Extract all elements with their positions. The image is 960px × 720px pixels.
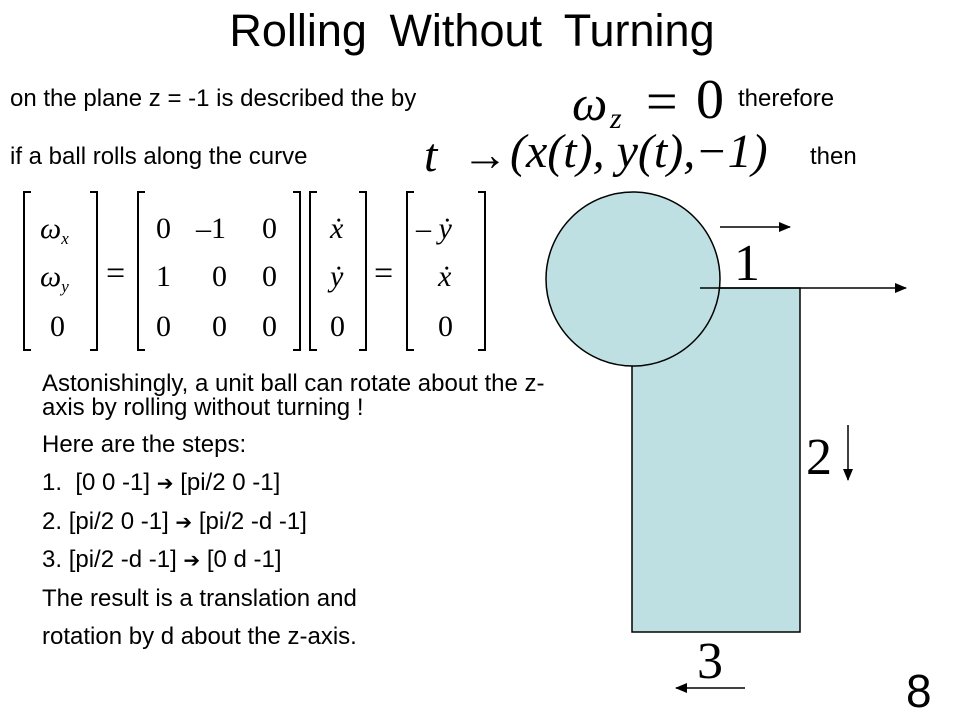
step-2: 2. [pi/2 0 -1] ➔ [pi/2 -d -1] (42, 507, 562, 535)
step-from: [0 0 -1] (75, 469, 151, 497)
matrix-cell: 0 (156, 310, 171, 343)
matrix-cell: 0 (156, 212, 171, 245)
minus-y-dot: – ẏ (415, 212, 453, 245)
equals-sign: = (374, 255, 393, 292)
step-number: 3. (42, 546, 63, 574)
matrix-cell: 1 (156, 260, 171, 293)
matrix-cell: 0 (262, 310, 277, 343)
step-to: [pi/2 -d -1] (198, 507, 307, 535)
matrix-cell: 0 (262, 212, 277, 245)
matrix-equation: ωx ωy 0 = 0 –1 0 1 0 0 0 0 0 ẋ ẏ 0 = – ẏ… (23, 191, 486, 351)
intro-paragraph: Astonishingly, a unit ball can rotate ab… (42, 370, 545, 422)
line1-suffix: therefore (738, 85, 835, 112)
step-number: 1. (42, 469, 63, 497)
right-arrow-icon: ➔ (183, 548, 201, 573)
x-dot: ẋ (329, 212, 344, 245)
step-from: [pi/2 -d -1] (68, 546, 177, 574)
velocity-zero: 0 (330, 310, 345, 343)
left-bracket (137, 191, 145, 351)
matrix-cell: –1 (195, 212, 226, 245)
matrix-cell: 0 (262, 260, 277, 293)
right-bracket (478, 191, 486, 351)
omega-z-equation: ω z = 0 (572, 69, 732, 135)
right-bracket (90, 191, 98, 351)
label-3: 3 (697, 633, 723, 690)
body-text: Astonishingly, a unit ball can rotate ab… (42, 370, 562, 664)
zero-value: 0 (696, 69, 724, 131)
step-to: [0 d -1] (206, 546, 282, 574)
omega-symbol: ω (572, 75, 608, 131)
left-bracket (23, 191, 31, 351)
step-number: 2. (42, 507, 63, 535)
result-zero: 0 (438, 310, 453, 343)
x-dot: ẋ (437, 260, 452, 293)
right-arrow-icon: ➔ (156, 471, 174, 496)
line2-suffix: then (810, 143, 857, 170)
label-2: 2 (806, 429, 832, 486)
step-from: [pi/2 0 -1] (68, 507, 169, 535)
right-arrow-icon: ➔ (175, 509, 193, 534)
omega-subscript: z (610, 102, 622, 135)
label-1: 1 (734, 235, 760, 292)
steps-heading: Here are the steps: (42, 430, 247, 458)
t-variable: t (424, 129, 438, 182)
slide-title: Rolling Without Turning (229, 5, 715, 56)
curve-tuple: (x(t), y(t),−1) (510, 125, 768, 178)
left-bracket (309, 191, 317, 351)
matrix-cell: 0 (212, 260, 227, 293)
line2-prefix: if a ball rolls along the curve (10, 143, 308, 170)
curve-expression: t → (x(t), y(t),−1) (418, 125, 798, 188)
matrix-cell: 0 (212, 310, 227, 343)
step-3: 3. [pi/2 -d -1] ➔ [0 d -1] (42, 548, 562, 572)
left-bracket (406, 191, 414, 351)
conclusion-line-2: rotation by d about the z-axis. (42, 623, 357, 651)
y-dot: ẏ (327, 260, 344, 293)
equals-sign: = (646, 71, 678, 133)
step-1: 1. [0 0 -1] ➔ [pi/2 0 -1] (42, 471, 562, 495)
step-to: [pi/2 0 -1] (180, 469, 281, 497)
slide-number: 8 (906, 665, 932, 717)
omega-zero: 0 (50, 310, 65, 343)
maps-to-arrow: → (462, 129, 508, 180)
equals-sign: = (106, 255, 125, 292)
ball (545, 191, 721, 367)
omega-y: ωy (40, 260, 69, 296)
line1-prefix: on the plane z = -1 is described the by (10, 85, 417, 112)
right-bracket (359, 191, 367, 351)
omega-x: ωx (40, 212, 69, 248)
right-bracket (293, 191, 301, 351)
conclusion-line-1: The result is a translation and (42, 584, 357, 612)
